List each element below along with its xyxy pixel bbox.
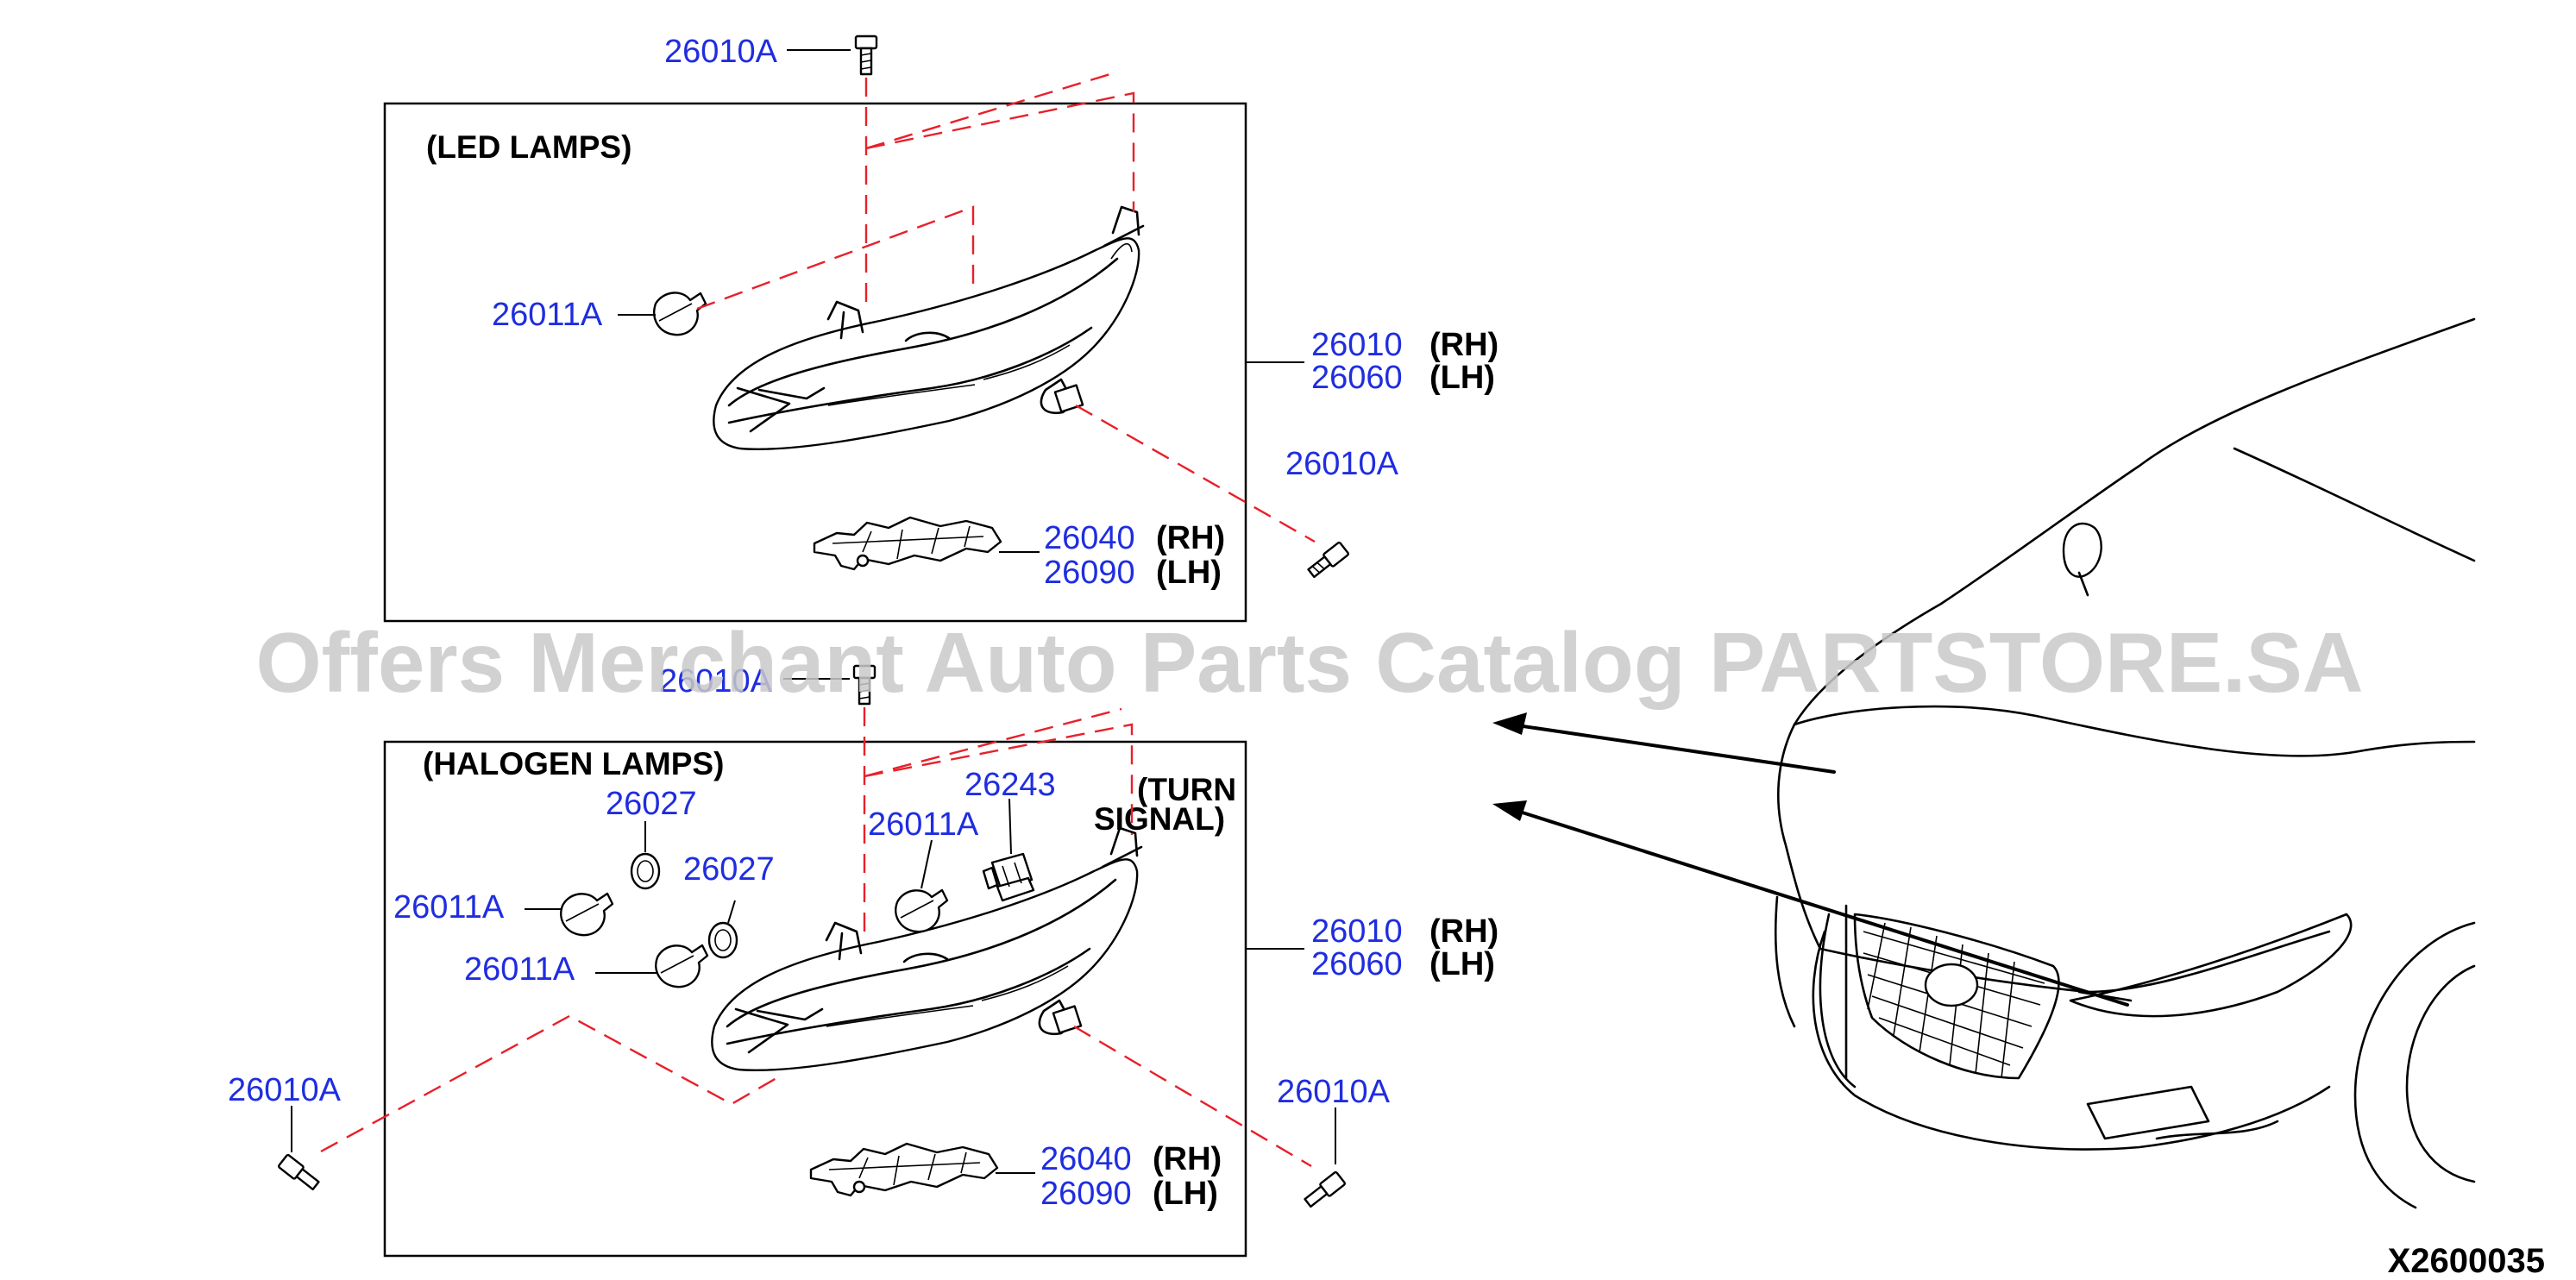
diagram-code: X2600035 [2388,1242,2545,1280]
halogen-bolt-right-icon[interactable] [1304,1170,1347,1209]
socket-icon[interactable] [982,852,1035,902]
callout-26040: 26040 [1044,520,1135,556]
halogen-bolt-left-icon[interactable] [277,1153,320,1192]
turn-signal-label-2: SIGNAL) [1094,801,1225,837]
led-bulb-icon[interactable] [653,292,707,336]
car-front-illustration [1492,317,2476,1209]
callout-26010A-right: 26010A [1277,1074,1391,1110]
callout-26010A-left: 26010A [228,1072,342,1108]
led-panel-title: (LED LAMPS) [426,129,631,165]
led-headlamp-assembly[interactable] [713,205,1145,450]
halogen-headlamp-assembly[interactable] [711,826,1143,1071]
callout-26090: 26090 [1040,1176,1132,1212]
callout-26027: 26027 [683,851,775,888]
halogen-panel-title: (HALOGEN LAMPS) [423,746,724,781]
side-lh: (LH) [1429,946,1495,982]
halogen-panel-frame [383,740,1247,1258]
side-lh: (LH) [1153,1176,1218,1212]
side-lh: (LH) [1156,555,1222,591]
halogen-bulb-icon-3[interactable] [895,888,949,933]
callout-26243: 26243 [964,767,1056,803]
led-lamps-panel: (LED LAMPS) [383,34,1498,623]
led-bolt-right-icon[interactable] [1307,541,1350,580]
callout-26010: 26010 [1311,913,1403,950]
callout-26011A: 26011A [868,806,979,843]
callout-26090: 26090 [1044,555,1135,591]
seal-icon-2[interactable] [707,921,738,959]
led-bracket-icon[interactable] [813,516,1002,571]
callout-26011A: 26011A [492,297,603,333]
callout-26011A: 26011A [393,889,505,925]
halogen-bulb-icon-1[interactable] [560,892,614,937]
callout-26010A-right: 26010A [1285,446,1399,482]
halogen-lamps-panel: (HALOGEN LAMPS) (TURN SIGNAL) [228,663,1498,1258]
callout-26027: 26027 [606,786,697,822]
turn-signal-label-1: (TURN [1137,772,1236,807]
callout-26011A: 26011A [464,951,575,988]
callout-26010A-top: 26010A [659,663,773,700]
side-rh: (RH) [1153,1141,1222,1177]
side-rh: (RH) [1429,913,1498,950]
led-bolt-top-icon[interactable] [854,35,878,76]
watermark-text: Offers Merchant Auto Parts Catalog PARTS… [255,615,2363,710]
callout-26010A-top: 26010A [664,34,778,70]
callout-26060: 26060 [1311,360,1403,396]
callout-26060: 26060 [1311,946,1403,982]
side-rh: (RH) [1156,520,1225,556]
side-rh: (RH) [1429,327,1498,363]
callout-26010: 26010 [1311,327,1403,363]
seal-icon-1[interactable] [630,852,661,890]
side-lh: (LH) [1429,360,1495,396]
halogen-bulb-icon-2[interactable] [655,944,709,988]
callout-26040: 26040 [1040,1141,1132,1177]
halogen-bracket-icon[interactable] [809,1142,999,1197]
halogen-bolt-top-icon[interactable] [852,664,876,706]
